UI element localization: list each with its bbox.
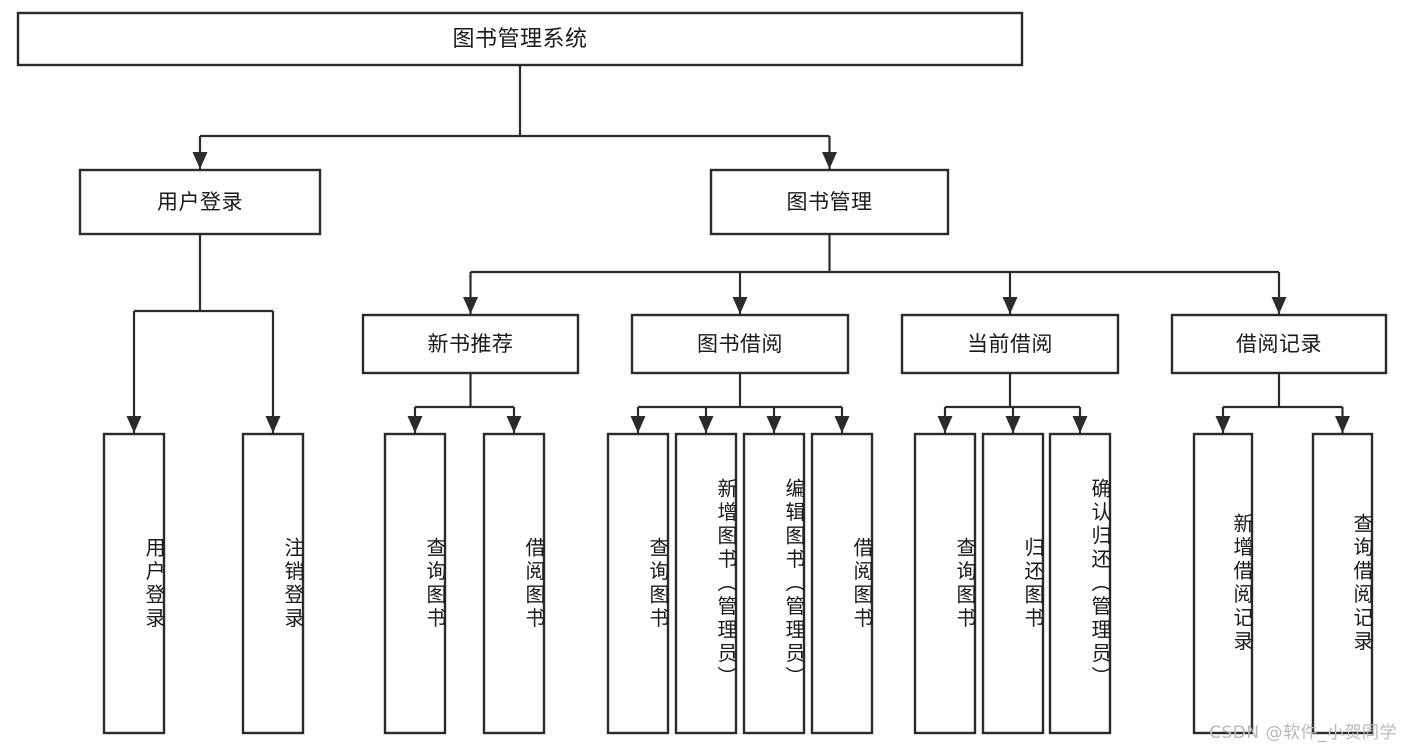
- arrow-icon-0: [407, 416, 423, 433]
- arrow-icon-0: [1215, 416, 1231, 433]
- leaf-box-9[interactable]: [981, 432, 1045, 735]
- leaf-box-0[interactable]: [102, 432, 166, 735]
- leaf-box-5[interactable]: [674, 432, 738, 735]
- connector-lines: [126, 65, 1350, 433]
- arrow-icon-2: [1002, 297, 1018, 314]
- node-root-box[interactable]: [16, 11, 1024, 67]
- node-level2-box-0[interactable]: [78, 168, 322, 236]
- leaf-box-4[interactable]: [606, 432, 670, 735]
- arrow-icon-0: [463, 297, 478, 314]
- arrow-icon-2: [766, 416, 782, 433]
- arrow-icon-1: [506, 416, 522, 433]
- leaf-box-7[interactable]: [810, 432, 874, 735]
- node-level3-box-2[interactable]: [900, 313, 1120, 375]
- leaf-box-11[interactable]: [1192, 432, 1254, 735]
- node-boxes[interactable]: [16, 11, 1388, 735]
- arrow-icon-1: [822, 152, 837, 169]
- node-level3-label-2: 当前借阅: [967, 332, 1053, 356]
- node-level3-label-3: 借阅记录: [1236, 332, 1322, 356]
- leaf-box-8[interactable]: [913, 432, 977, 735]
- node-root-label: 图书管理系统: [452, 27, 587, 52]
- arrow-icon-2: [1072, 416, 1088, 433]
- node-level3-box-0[interactable]: [361, 313, 580, 375]
- arrow-icon-3: [1271, 297, 1287, 314]
- arrow-icon-0: [937, 416, 953, 433]
- arrow-icon-0: [192, 152, 208, 169]
- leaf-box-3[interactable]: [482, 432, 546, 735]
- csdn-watermark: CSDN @软件_小贺同学: [1209, 723, 1397, 743]
- leaf-box-1[interactable]: [241, 432, 305, 735]
- node-level2-box-1[interactable]: [709, 168, 950, 236]
- leaf-box-12[interactable]: [1311, 432, 1374, 735]
- node-level2-label-0: 用户登录: [157, 190, 243, 214]
- arrow-icon-1: [1335, 416, 1350, 433]
- leaf-box-6[interactable]: [742, 432, 806, 735]
- arrow-icon-0: [126, 416, 142, 433]
- arrow-icon-3: [834, 416, 850, 433]
- node-level3-label-0: 新书推荐: [428, 332, 514, 356]
- node-level3-label-1: 图书借阅: [697, 332, 783, 356]
- arrow-icon-1: [732, 297, 748, 314]
- node-level3-box-1[interactable]: [630, 313, 850, 375]
- leaf-box-10[interactable]: [1048, 432, 1112, 735]
- node-level3-box-3[interactable]: [1170, 313, 1388, 375]
- arrow-icon-1: [1005, 416, 1021, 433]
- node-level2-label-1: 图书管理: [787, 190, 873, 214]
- arrow-icon-1: [265, 416, 281, 433]
- arrow-icon-0: [630, 416, 646, 433]
- leaf-box-2[interactable]: [383, 432, 447, 735]
- arrow-icon-1: [698, 416, 714, 433]
